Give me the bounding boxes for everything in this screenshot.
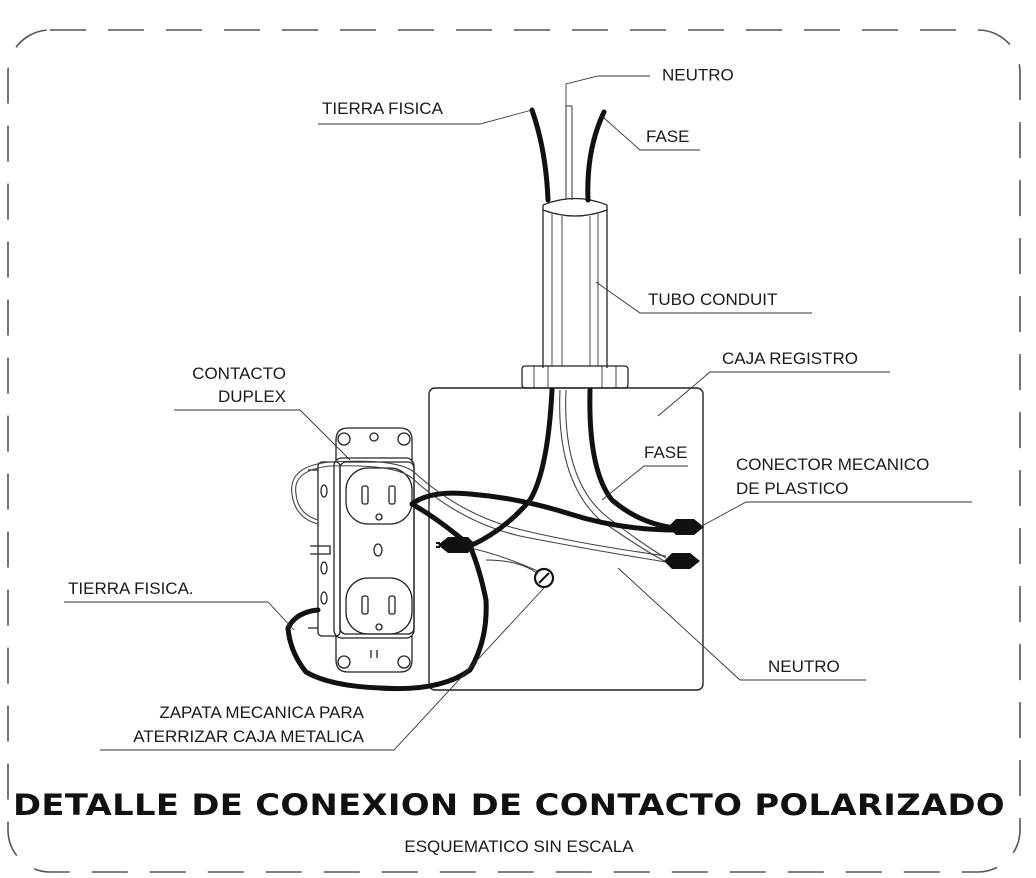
plastic-connector-right-lower — [664, 553, 700, 569]
label-fase-top: FASE — [646, 127, 689, 146]
label-contacto: CONTACTO — [192, 364, 286, 383]
leader-lines — [64, 75, 972, 751]
dashed-border-frame — [7, 29, 1021, 873]
plastic-connector-right-upper — [668, 519, 704, 535]
label-zapata-line1: ZAPATA MECANICA PARA — [159, 703, 364, 722]
junction-box — [428, 387, 704, 691]
diagram-title: DETALLE DE CONEXION DE CONTACTO POLARIZA… — [13, 788, 1005, 822]
label-zapata-line2: ATERRIZAR CAJA METALICA — [133, 727, 364, 746]
label-tierra-fisica-left: TIERRA FISICA. — [68, 579, 194, 598]
label-caja-registro: CAJA REGISTRO — [722, 349, 858, 368]
conduit-tube — [521, 197, 629, 389]
phase-wires — [409, 387, 679, 549]
label-tubo-conduit: TUBO CONDUIT — [648, 290, 777, 309]
label-conector-line1: CONECTOR MECANICO — [736, 455, 929, 474]
label-neutro-top: NEUTRO — [662, 65, 734, 84]
diagram-subtitle: ESQUEMATICO SIN ESCALA — [404, 837, 634, 856]
ground-lug — [485, 559, 555, 589]
label-neutro-bottom: NEUTRO — [768, 657, 840, 676]
plastic-connector-left — [436, 537, 476, 553]
label-conector-line2: DE PLASTICO — [736, 479, 848, 498]
label-fase-inner: FASE — [644, 443, 687, 462]
label-duplex: DUPLEX — [218, 387, 286, 406]
neutral-wires — [291, 389, 667, 573]
label-tierra-fisica-top: TIERRA FISICA — [322, 99, 444, 118]
incoming-wires — [529, 105, 607, 203]
